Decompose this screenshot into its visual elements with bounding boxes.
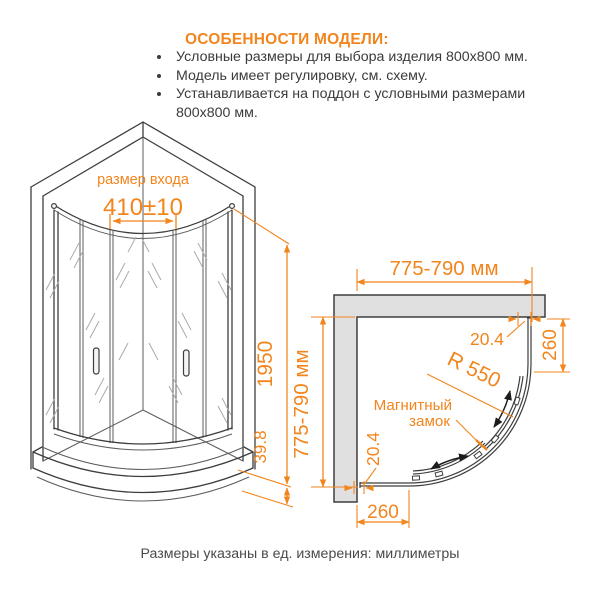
entrance-size-label: размер входа [97,172,190,188]
radius-line [426,373,514,418]
slide-arrow-lower [430,453,469,470]
gap-bottom-dimension: 20.4 [363,432,383,466]
door-rollers [411,396,521,481]
magnetic-lock-leader [455,419,479,443]
glass-hatching [45,236,232,424]
gap-top-dimension: 20.4 [470,329,504,349]
tray-height-dimension: 39.8 [251,430,270,463]
shower-tray [32,446,254,502]
magnetic-lock-label-line1: Магнитный [374,397,452,414]
iso-drawing: размер входа 410±10 1950 39.8 [30,121,294,508]
height-dimension: 1950 [254,341,277,388]
magnetic-lock-label-line2: замок [409,413,450,430]
features-title: ОСОБЕННОСТИ МОДЕЛИ: [185,31,389,48]
feature-item: Устанавливается на поддон с условными ра… [172,85,574,122]
door-handle-left [92,347,100,375]
depth-dimension: 775-790 мм [290,349,313,458]
feature-item: Модель имеет регулировку, см. схему. [172,67,574,86]
walls-top-view [333,294,546,503]
width-dimension: 775-790 мм [389,257,498,280]
iso-dimensions: размер входа 410±10 1950 39.8 [97,172,294,508]
features-list: Условные размеры для выбора изделия 800x… [152,48,574,122]
side-right-dimension: 260 [540,329,561,361]
top-view-drawing: 775-790 мм 775-790 мм 260 260 20.4 20.4 [290,257,570,528]
units-note: Размеры указаны в ед. измерения: миллиме… [140,546,460,562]
entrance-size-value: 410±10 [103,194,183,221]
door-handle-right [182,349,190,377]
feature-item: Условные размеры для выбора изделия 800x… [172,48,574,67]
slide-arrow-upper [493,390,512,428]
side-bottom-dimension: 260 [367,502,399,523]
radius-dimension: R 550 [444,348,504,393]
